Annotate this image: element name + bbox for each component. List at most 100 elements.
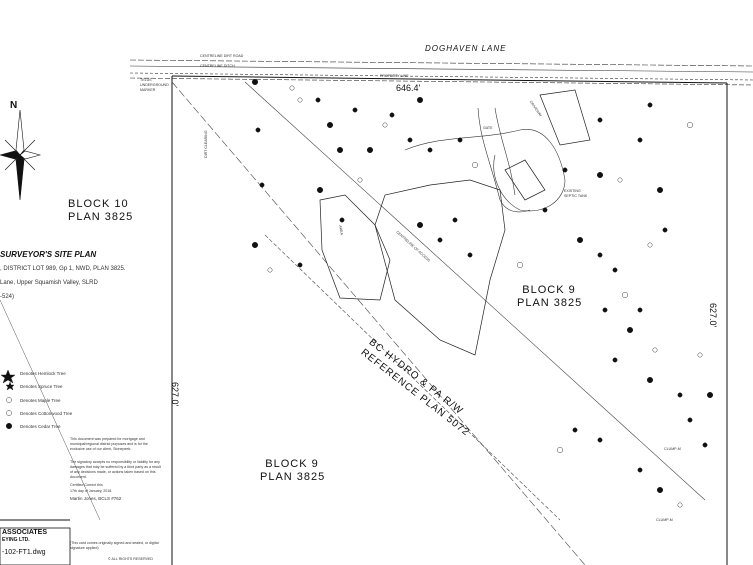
tree-symbol — [677, 502, 683, 508]
legend-hemlock: Denotes Hemlock Tree — [20, 371, 66, 376]
cert-para1: This document was prepared for mortgage … — [70, 437, 148, 451]
right-of-way-lines — [171, 81, 706, 565]
cert-date: 17th day of January, 2018. — [70, 489, 113, 493]
tree-symbol — [562, 167, 568, 173]
title-line3: -524) — [0, 294, 15, 300]
tree-symbol — [251, 241, 258, 248]
cert-para2: The signatory accepts no responsibility … — [70, 460, 161, 479]
tree-symbol — [339, 217, 345, 223]
annotation-clump2: CLUMP-M — [656, 518, 673, 522]
tree-symbol — [255, 127, 261, 133]
block-9-south-label: BLOCK 9 PLAN 3825 — [260, 458, 324, 484]
tree-symbol — [647, 242, 653, 248]
tree-symbol — [577, 236, 584, 243]
tree-symbol — [707, 392, 714, 399]
tree-symbol — [367, 146, 374, 153]
title-line1: , DISTRICT LOT 989, Gp 1, NWD, PLAN 3825… — [0, 266, 126, 272]
tree-symbol — [647, 102, 653, 108]
cleared-area — [374, 179, 506, 356]
annotation-septic: EXISTING SEPTIC TANK — [564, 189, 588, 198]
tree-symbol — [597, 117, 603, 123]
tree-symbol — [687, 121, 694, 128]
tree-symbol — [612, 357, 618, 363]
tree-symbol — [452, 217, 458, 223]
road-lines — [129, 59, 753, 86]
road-name: DOGHAVEN LANE — [425, 44, 507, 53]
title-heading: SURVEYOR'S SITE PLAN — [0, 250, 97, 259]
left-lot-line — [0, 299, 101, 521]
block-plan: PLAN 3825 — [68, 211, 134, 223]
tree-symbol — [657, 487, 664, 494]
tree-symbol — [617, 177, 623, 183]
tree-symbol — [407, 137, 413, 143]
annotation-ditch: CENTRELINE DITCH — [200, 64, 235, 68]
tree-symbol — [357, 177, 363, 183]
tree-symbol — [572, 427, 578, 433]
building — [504, 89, 591, 201]
tree-symbol — [267, 267, 273, 273]
cert-footer-note: (This card comes originally signed and s… — [70, 541, 159, 550]
tree-symbol — [702, 442, 708, 448]
annotation-property-line: PROPERTY LINE — [380, 74, 409, 78]
tree-symbol — [315, 97, 321, 103]
dimension-top: 646.4' — [396, 83, 421, 93]
block-10-label: BLOCK 10 PLAN 3825 — [68, 198, 134, 224]
tree-symbol — [622, 292, 629, 299]
block-9-label: BLOCK 9 PLAN 3825 — [517, 284, 581, 310]
tree-symbol — [382, 122, 388, 128]
tree-symbol — [251, 78, 258, 85]
tree-symbol — [647, 377, 654, 384]
tree-symbol — [437, 237, 443, 243]
driveway — [404, 107, 566, 213]
tree-symbol — [542, 207, 548, 213]
legend-cedar: Denotes Cedar Tree — [20, 424, 61, 429]
tree-symbol — [457, 137, 463, 143]
tree-symbol — [517, 262, 524, 269]
cert-surveyor: Martin Jones, BCLS #762 — [70, 496, 122, 501]
dimension-left: 627.0' — [170, 382, 180, 407]
tree-symbol — [677, 392, 683, 398]
tree-symbol — [317, 186, 324, 193]
annotation-clump1: CLUMP-M — [664, 447, 681, 451]
wet-area — [319, 194, 391, 301]
dimension-right: 627.0' — [708, 303, 718, 328]
block-plan: PLAN 3825 — [260, 471, 326, 483]
title-line2: Lane, Upper Squamish Valley, SLRD — [0, 280, 98, 286]
legend-maple: Denotes Maple Tree — [20, 398, 61, 403]
tree-symbol — [427, 147, 433, 153]
north-arrow — [0, 109, 42, 201]
block-name: BLOCK 9 — [522, 284, 576, 296]
tree-symbol — [627, 327, 634, 334]
tree-symbol — [417, 221, 424, 228]
annotation-dirt-road: CENTRELINE DIRT ROAD — [200, 54, 244, 58]
tree-symbol — [687, 417, 693, 423]
property-boundary — [171, 75, 728, 565]
tree-symbol — [637, 467, 643, 473]
cert-rights: © ALL RIGHTS RESERVED — [108, 557, 153, 561]
legend-cottonwood: Denotes Cottonwood Tree — [20, 411, 73, 416]
tree-symbol — [612, 267, 618, 273]
tree-symbol — [637, 137, 643, 143]
tree-symbol — [602, 307, 608, 313]
tree-symbol — [297, 262, 303, 268]
tree-symbol — [327, 121, 334, 128]
firm-file: -102-FT1.dwg — [2, 549, 46, 556]
tree-symbol — [652, 347, 658, 353]
tree-symbols — [251, 78, 714, 508]
tree-symbol — [297, 97, 303, 103]
firm-sub: EYING LTD. — [2, 537, 30, 543]
tree-symbol — [697, 352, 703, 358]
tree-symbol — [417, 96, 424, 103]
firm-box — [0, 527, 71, 565]
tree-symbol — [637, 307, 643, 313]
block-name: BLOCK 10 — [68, 198, 129, 210]
tree-symbol — [467, 252, 473, 258]
tree-symbol — [657, 186, 664, 193]
tree-symbol — [352, 107, 358, 113]
tree-symbol — [337, 146, 344, 153]
firm-name: ASSOCIATES — [2, 529, 47, 536]
tree-symbol — [557, 447, 564, 454]
legend-spruce: Denotes Spruce Tree — [20, 384, 63, 389]
